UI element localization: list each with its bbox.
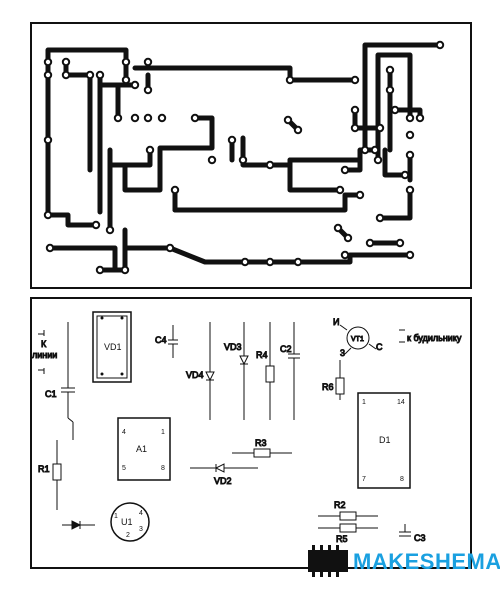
c4-label: C4 <box>155 335 167 345</box>
a1-pin4: 4 <box>122 429 126 436</box>
u1-pin2: 2 <box>126 532 130 539</box>
c1-capacitor: C1 <box>45 322 75 440</box>
pcb-traces <box>45 42 443 273</box>
vd1-component: VD1 <box>92 311 132 383</box>
a1-chip: A1 4 1 5 8 <box>117 417 171 481</box>
vd4-diode: VD4 <box>186 322 215 420</box>
c2-label: C2 <box>280 344 292 354</box>
vd2-label: VD2 <box>214 476 232 486</box>
u1-label: U1 <box>121 517 133 527</box>
c1-label: C1 <box>45 389 57 399</box>
a1-pin5: 5 <box>122 465 126 472</box>
r3-resistor: R3 <box>232 438 292 458</box>
to-alarm-label: к будильнику <box>407 333 462 343</box>
vt1-label: VT1 <box>351 336 364 343</box>
r6-label: R6 <box>322 382 334 392</box>
u1-pin3: 3 <box>139 526 143 533</box>
pcb-trace-panel <box>30 22 472 289</box>
vt1-pin-3: 3 <box>340 348 345 358</box>
vd1-label: VD1 <box>104 342 122 352</box>
d1-pin14: 14 <box>397 399 405 406</box>
u1-pin1: 1 <box>114 513 118 520</box>
c3-label: C3 <box>414 533 426 543</box>
chip-logo-icon <box>308 545 348 577</box>
pcb-pads <box>43 40 445 275</box>
d1-label: D1 <box>379 435 391 445</box>
u1-pin4: 4 <box>139 510 143 517</box>
placement-panel: VD1 C4 VD4 VD3 R4 <box>30 297 472 569</box>
vt1-pin-c: С <box>376 342 383 352</box>
r6-resistor: R6 <box>322 360 345 400</box>
brand-text: MAKESHEMA <box>353 549 500 574</box>
r1-label: R1 <box>38 464 50 474</box>
vd3-diode: VD3 <box>224 322 249 420</box>
r3-label: R3 <box>255 438 267 448</box>
r4-label: R4 <box>256 350 268 360</box>
a1-label: A1 <box>136 444 147 454</box>
u1-component: U1 1 2 3 4 <box>110 502 150 542</box>
line-terminal: К линии <box>32 330 58 374</box>
r5-resistor: R5 <box>318 523 378 545</box>
vt1-transistor: VT1 И 3 С <box>333 317 384 359</box>
to-alarm-terminal: к будильнику <box>399 329 462 344</box>
line-k-label: К <box>41 339 47 349</box>
r2-resistor: R2 <box>318 500 378 521</box>
a1-pin1: 1 <box>161 429 165 436</box>
d1-chip: D1 1 14 7 8 <box>357 392 411 489</box>
vd3-label: VD3 <box>224 342 242 352</box>
d1-pin1: 1 <box>362 399 366 406</box>
line-linii-label: линии <box>32 350 57 360</box>
c2-capacitor: C2 <box>280 322 300 420</box>
r2-label: R2 <box>334 500 346 510</box>
bottom-diode <box>62 520 95 530</box>
a1-pin8: 8 <box>161 465 165 472</box>
d1-pin8: 8 <box>400 476 404 483</box>
pcb-border <box>30 22 472 289</box>
c3-capacitor: C3 <box>399 524 426 544</box>
vt1-pin-i: И <box>333 317 339 327</box>
r4-resistor: R4 <box>256 322 275 420</box>
r5-label: R5 <box>336 534 348 544</box>
r1-resistor: R1 <box>38 440 62 510</box>
placement-border <box>30 297 472 569</box>
vd2-diode: VD2 <box>190 463 258 487</box>
d1-pin7: 7 <box>362 476 366 483</box>
c4-capacitor: C4 <box>155 325 178 358</box>
vd4-label: VD4 <box>186 370 204 380</box>
makeshema-watermark: MAKESHEMA <box>308 545 500 577</box>
